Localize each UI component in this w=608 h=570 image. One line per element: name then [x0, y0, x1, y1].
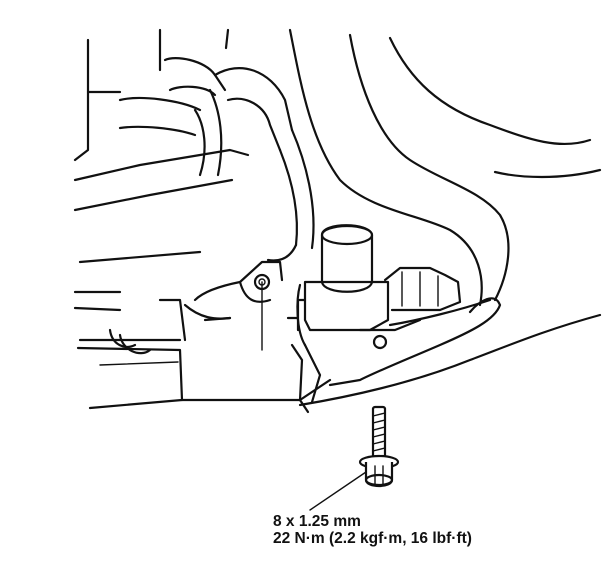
lower-body-panel — [290, 297, 602, 414]
bolt-size-label: 8 x 1.25 mm — [273, 513, 361, 530]
upper-hoses — [118, 57, 315, 262]
purge-control-solenoid-valve — [286, 224, 462, 350]
mounting-bracket — [183, 260, 284, 351]
torque-spec-label: 22 N·m (2.2 kgf·m, 16 lbf·ft) — [273, 530, 472, 547]
bolt-icon — [358, 405, 400, 488]
callout-leader-line — [309, 471, 367, 511]
radiator-hose — [288, 28, 602, 307]
engine-block-outline — [73, 28, 332, 410]
hose-clamps — [108, 328, 152, 355]
